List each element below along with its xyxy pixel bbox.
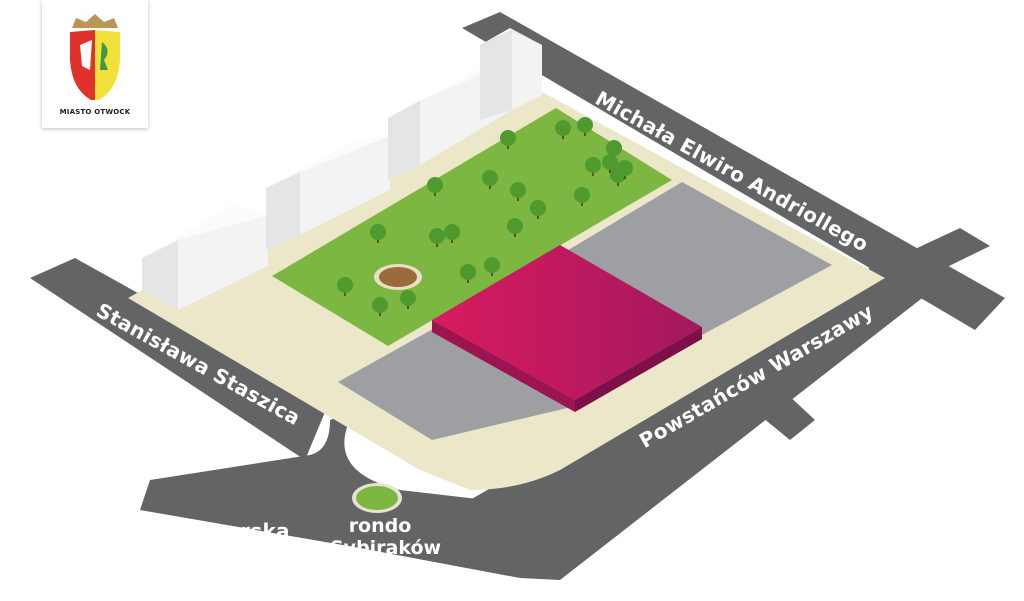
tree-icon <box>530 200 546 219</box>
tree-icon <box>337 277 353 296</box>
roundabout-green <box>356 486 398 510</box>
trees <box>337 117 633 316</box>
tree-icon <box>429 228 445 247</box>
tree-icon <box>585 157 601 176</box>
tree-icon <box>606 140 622 159</box>
tree-icon <box>555 120 571 139</box>
roundabout-label-line2: Sybiraków <box>330 537 442 559</box>
road-powstancow <box>470 262 930 580</box>
roads <box>30 12 1005 580</box>
tree-icon <box>617 160 633 179</box>
tree-icon <box>500 130 516 149</box>
tree-icon <box>577 117 593 136</box>
fountain-basin <box>379 267 417 287</box>
residential-buildings <box>142 28 542 310</box>
road-andriollego <box>462 12 1005 330</box>
street-label-wawerska: Wawerska <box>172 519 290 543</box>
roundabout-label-line1: rondo <box>348 515 412 537</box>
roundabout-label: rondo Sybiraków <box>330 515 442 559</box>
tree-icon <box>510 182 526 201</box>
tree-icon <box>484 257 500 276</box>
road-branch <box>735 378 815 440</box>
logo-text: MIASTO OTWOCK <box>59 108 131 116</box>
tree-icon <box>400 290 416 309</box>
tree-icon <box>460 264 476 283</box>
tree-icon <box>482 170 498 189</box>
tree-icon <box>372 297 388 316</box>
planned-building <box>432 245 702 412</box>
road-wawerska <box>140 410 560 580</box>
coat-of-arms-icon <box>70 14 120 100</box>
road-staszica <box>30 258 330 460</box>
city-logo: MIASTO OTWOCK <box>42 0 148 128</box>
tree-icon <box>602 154 618 173</box>
tree-icon <box>444 224 460 243</box>
tree-icon <box>507 218 523 237</box>
park <box>272 108 672 346</box>
tree-icon <box>574 187 590 206</box>
tree-icon <box>427 177 443 196</box>
tree-icon <box>370 224 386 243</box>
